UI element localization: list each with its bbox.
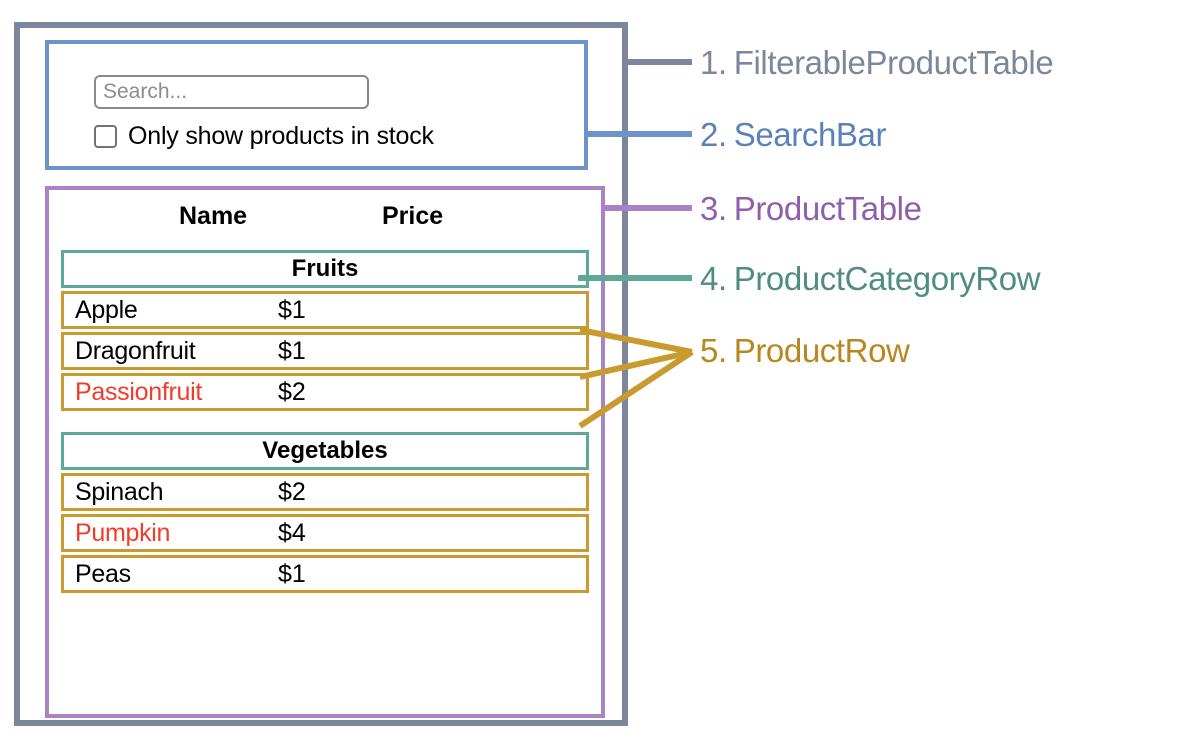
product-table-rows: Fruits Apple $1 Dragonfruit $1 Passionfr…	[61, 250, 589, 596]
legend-number: 4.	[700, 260, 727, 297]
product-row: Dragonfruit $1	[61, 332, 589, 370]
column-header-price: Price	[382, 202, 444, 230]
legend-item-search-bar: 2.SearchBar	[700, 116, 886, 154]
product-row: Spinach $2	[61, 473, 589, 511]
legend-number: 2.	[700, 116, 727, 153]
product-price: $1	[278, 336, 306, 365]
product-category-label: Fruits	[291, 255, 359, 282]
legend-label: SearchBar	[733, 116, 887, 153]
product-price: $2	[278, 477, 306, 506]
product-name: Dragonfruit	[75, 336, 196, 365]
legend-item-product-category-row: 4.ProductCategoryRow	[700, 260, 1041, 298]
product-name: Spinach	[75, 477, 164, 506]
product-category-label: Vegetables	[262, 437, 388, 464]
product-row: Apple $1	[61, 291, 589, 329]
product-price: $1	[278, 559, 306, 588]
column-header-name: Name	[179, 202, 248, 230]
legend-label: ProductTable	[733, 190, 922, 227]
product-table-frame: Name Price Fruits Apple $1 Dragonfruit $…	[45, 186, 605, 718]
legend-number: 5.	[700, 332, 727, 369]
product-category-row: Fruits	[61, 250, 589, 288]
checkbox-icon[interactable]	[94, 125, 117, 148]
product-row: Pumpkin $4	[61, 514, 589, 552]
legend-item-product-row: 5.ProductRow	[700, 332, 910, 370]
legend-item-product-table: 3.ProductTable	[700, 190, 922, 228]
legend-label: FilterableProductTable	[733, 44, 1054, 81]
in-stock-checkbox-row[interactable]: Only show products in stock	[94, 122, 434, 151]
search-input[interactable]	[94, 75, 369, 109]
product-name-out-of-stock: Pumpkin	[75, 518, 171, 547]
product-name: Peas	[75, 559, 131, 588]
legend-label: ProductRow	[733, 332, 910, 369]
legend-number: 3.	[700, 190, 727, 227]
product-name: Apple	[75, 295, 138, 324]
product-price: $4	[278, 518, 306, 547]
legend-label: ProductCategoryRow	[733, 260, 1041, 297]
category-group-spacer	[61, 414, 589, 432]
product-price: $2	[278, 377, 306, 406]
legend-number: 1.	[700, 44, 727, 81]
product-row: Peas $1	[61, 555, 589, 593]
in-stock-checkbox-label: Only show products in stock	[128, 122, 434, 150]
product-row: Passionfruit $2	[61, 373, 589, 411]
legend-item-filterable-product-table: 1.FilterableProductTable	[700, 44, 1054, 82]
search-bar-frame: Only show products in stock	[45, 40, 588, 170]
product-price: $1	[278, 295, 306, 324]
product-category-row: Vegetables	[61, 432, 589, 470]
product-name-out-of-stock: Passionfruit	[75, 377, 203, 406]
